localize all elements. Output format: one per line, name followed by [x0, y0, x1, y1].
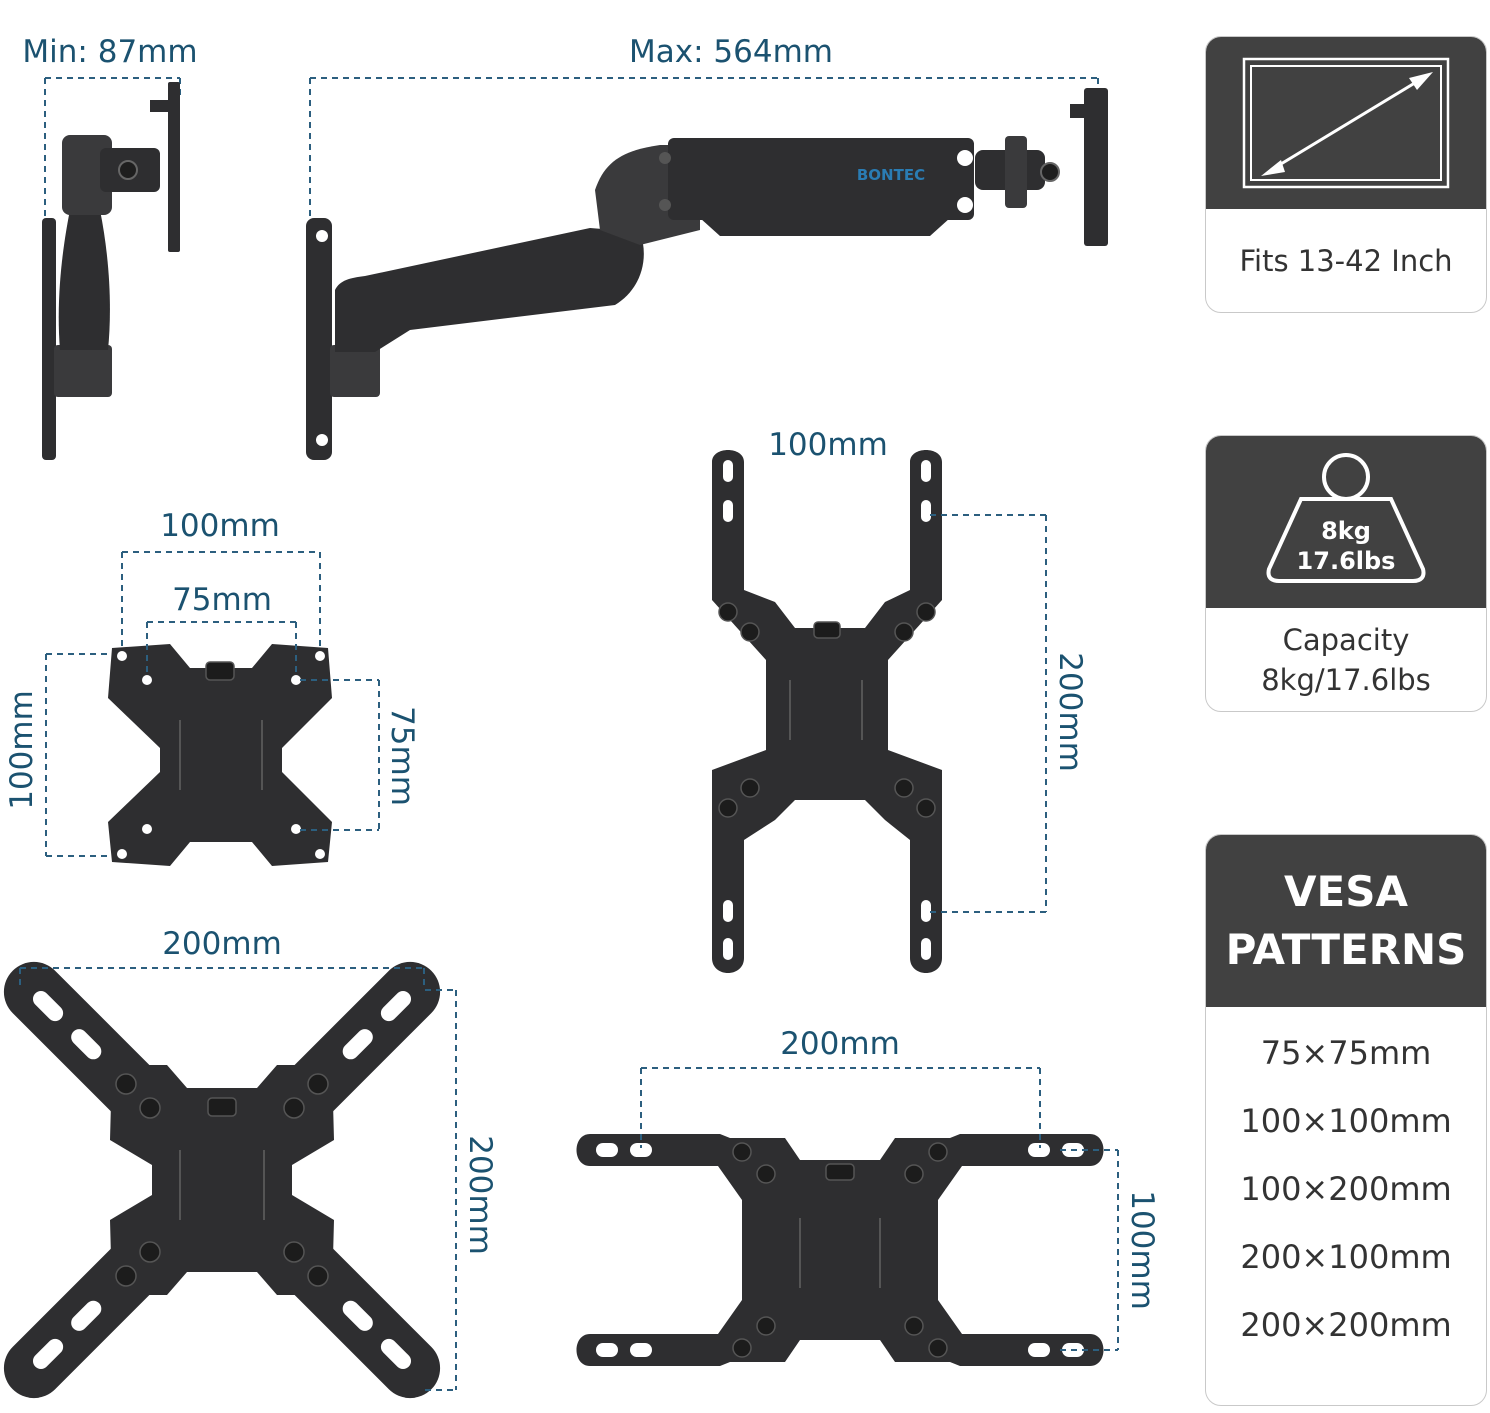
capacity-title: Capacity	[1282, 622, 1410, 657]
tall-plate-height: 200mm	[1052, 652, 1088, 772]
small-vesa-plate	[45, 551, 380, 866]
capacity-card-body: Capacity 8kg/17.6lbs	[1206, 608, 1486, 711]
large-plate-height: 200mm	[462, 1135, 498, 1255]
weight-lbs-text: 17.6lbs	[1297, 547, 1396, 575]
vesa-pattern-item: 200×100mm	[1240, 1238, 1452, 1276]
vesa-pattern-item: 75×75mm	[1260, 1034, 1432, 1072]
max-extension-label: Max: 564mm	[629, 34, 833, 70]
vesa-patterns-card: VESA PATTERNS 75×75mm 100×100mm 100×200m…	[1205, 834, 1487, 1406]
vesa-title-line1: VESA	[1284, 867, 1408, 916]
vesa-title-line2: PATTERNS	[1225, 925, 1467, 974]
capacity-card-header: 8kg 17.6lbs	[1206, 436, 1486, 608]
wide-plate-height: 100mm	[1124, 1190, 1160, 1310]
vesa-pattern-list: 75×75mm 100×100mm 100×200mm 200×100mm 20…	[1206, 1007, 1486, 1405]
min-extension-label: Min: 87mm	[22, 34, 197, 70]
arm-extended-view	[306, 77, 1108, 460]
small-plate-outer-width: 100mm	[160, 508, 280, 544]
small-plate-inner-height: 75mm	[384, 706, 420, 806]
large-plate-width: 200mm	[162, 926, 282, 962]
screen-size-card: Fits 13-42 Inch	[1205, 36, 1487, 313]
small-plate-inner-width: 75mm	[172, 582, 272, 618]
vesa-pattern-item: 200×200mm	[1240, 1306, 1452, 1344]
capacity-card: 8kg 17.6lbs Capacity 8kg/17.6lbs	[1205, 435, 1487, 712]
weight-kg-text: 8kg	[1321, 517, 1371, 545]
vesa-pattern-item: 100×200mm	[1240, 1170, 1452, 1208]
vesa-pattern-item: 100×100mm	[1240, 1102, 1452, 1140]
screen-size-card-body: Fits 13-42 Inch	[1206, 209, 1486, 312]
screen-size-text: Fits 13-42 Inch	[1239, 243, 1453, 278]
screen-size-card-header	[1206, 37, 1486, 209]
arm-side-view	[42, 77, 181, 460]
weight-icon: 8kg 17.6lbs	[1266, 453, 1426, 583]
screen-diagonal-icon	[1242, 57, 1450, 189]
large-vesa-plate	[3, 961, 457, 1399]
wide-vesa-plate	[576, 1067, 1119, 1366]
tall-vesa-plate	[712, 450, 1047, 973]
tall-plate-width: 100mm	[768, 427, 888, 463]
wide-plate-width: 200mm	[780, 1026, 900, 1062]
brand-logo: BONTEC	[857, 166, 925, 184]
vesa-card-header: VESA PATTERNS	[1206, 835, 1486, 1007]
small-plate-outer-height: 100mm	[4, 690, 40, 810]
capacity-value: 8kg/17.6lbs	[1261, 662, 1431, 697]
